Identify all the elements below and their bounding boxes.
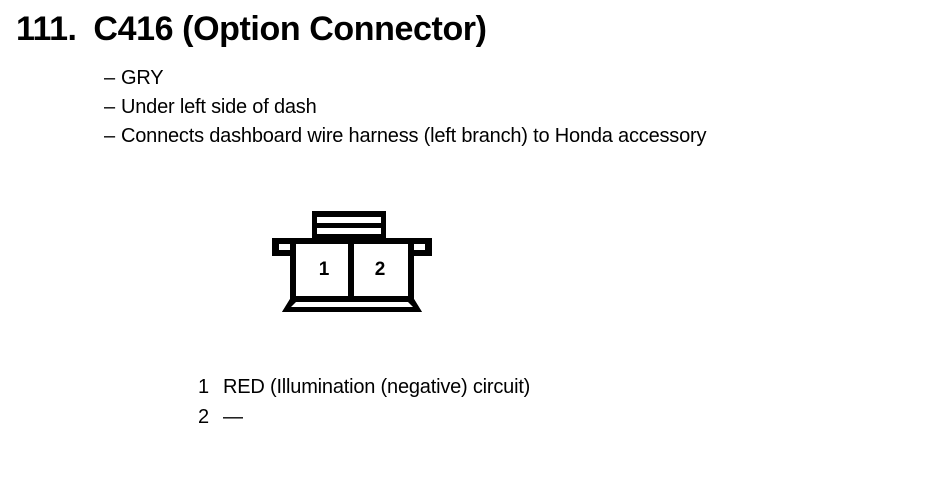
connector-title: C416 (Option Connector): [93, 10, 487, 48]
list-item-label: Under left side of dash: [121, 96, 317, 118]
list-item: – GRY: [104, 64, 706, 93]
page-title: 111. C416 (Option Connector): [16, 12, 487, 46]
legend-row: 1 RED (Illumination (negative) circuit): [198, 372, 530, 402]
pin-legend: 1 RED (Illumination (negative) circuit) …: [198, 372, 530, 432]
list-item-label: Connects dashboard wire harness (left br…: [121, 125, 707, 147]
cavity-number-2: 2: [375, 259, 386, 280]
two-pin-connector-icon: 1 2: [272, 211, 432, 312]
list-item: – Under left side of dash: [104, 93, 706, 122]
legend-pin-number: 1: [198, 376, 209, 398]
legend-row: 2 —: [198, 402, 530, 432]
legend-pin-number: 2: [198, 406, 209, 428]
list-item-label: GRY: [121, 67, 164, 89]
connector-locking-tab: [312, 211, 386, 241]
connector-housing-outline: [272, 238, 432, 312]
legend-pin-description: RED (Illumination (negative) circuit): [223, 376, 531, 398]
list-item: – Connects dashboard wire harness (left …: [104, 122, 706, 151]
cavity-number-1: 1: [319, 259, 330, 280]
dash-bullet-icon: –: [104, 125, 115, 147]
connector-diagram: 1 2: [262, 203, 452, 323]
legend-pin-description: —: [223, 406, 243, 428]
connector-description-list: – GRY – Under left side of dash – Connec…: [104, 64, 706, 151]
dash-bullet-icon: –: [104, 67, 115, 89]
section-number: 111.: [16, 10, 77, 48]
cavity-divider: [348, 244, 354, 299]
dash-bullet-icon: –: [104, 96, 115, 118]
